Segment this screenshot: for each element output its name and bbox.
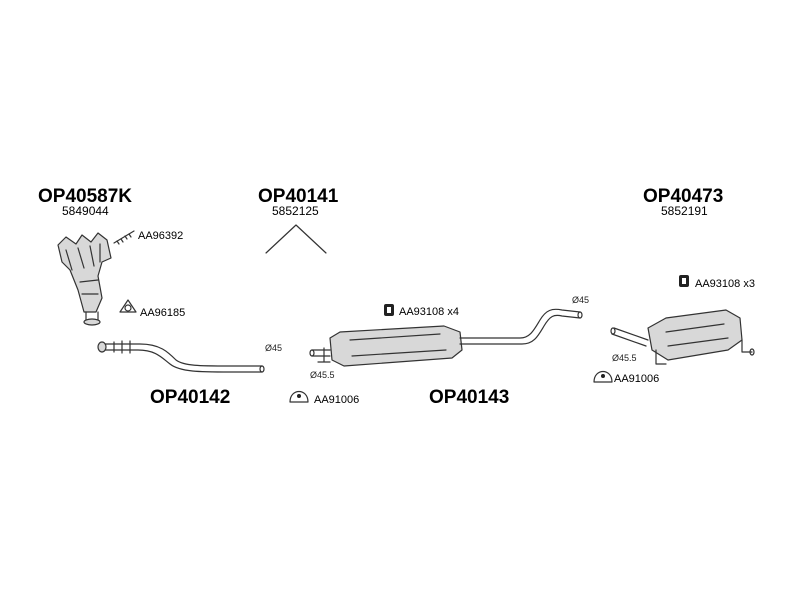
rubber-mount-mid-label[interactable]: AA93108 x4 (399, 306, 459, 318)
front-pipe-diameter: Ø45 (265, 343, 283, 353)
rear-silencer-code[interactable]: OP40473 (643, 186, 724, 207)
clamp-rear-label[interactable]: AA91006 (614, 373, 660, 385)
front-group-bracket (265, 224, 327, 254)
gasket-icon[interactable] (119, 299, 137, 313)
gasket-label[interactable]: AA96185 (140, 307, 186, 319)
rear-inlet-diameter: Ø45.5 (612, 353, 637, 363)
front-group-code[interactable]: OP40141 (258, 186, 339, 207)
clamp-mid-icon[interactable] (289, 390, 309, 403)
bolt-kit-label[interactable]: AA96392 (138, 230, 184, 242)
rubber-mount-rear-icon[interactable] (679, 275, 689, 287)
bolt-kit-icon[interactable] (113, 230, 135, 245)
middle-inlet-diameter: Ø45.5 (310, 370, 335, 380)
catalytic-converter-part[interactable] (57, 232, 112, 326)
clamp-mid-label[interactable]: AA91006 (314, 394, 360, 406)
front-pipe-code[interactable]: OP40142 (150, 387, 231, 408)
front-pipe-part[interactable] (97, 340, 265, 373)
rear-silencer-part[interactable] (610, 309, 755, 365)
rubber-mount-rear-label[interactable]: AA93108 x3 (695, 278, 755, 290)
catalytic-converter-code[interactable]: OP40587K (38, 186, 133, 207)
middle-outlet-diameter: Ø45 (572, 295, 590, 305)
middle-silencer-code[interactable]: OP40143 (429, 387, 510, 408)
front-group-oem: 5852125 (272, 204, 319, 218)
rubber-mount-mid-icon[interactable] (384, 304, 394, 316)
rear-silencer-oem: 5852191 (661, 204, 708, 218)
catalytic-converter-oem: 5849044 (62, 204, 109, 218)
clamp-rear-icon[interactable] (593, 370, 613, 383)
middle-silencer-part[interactable] (309, 308, 583, 367)
